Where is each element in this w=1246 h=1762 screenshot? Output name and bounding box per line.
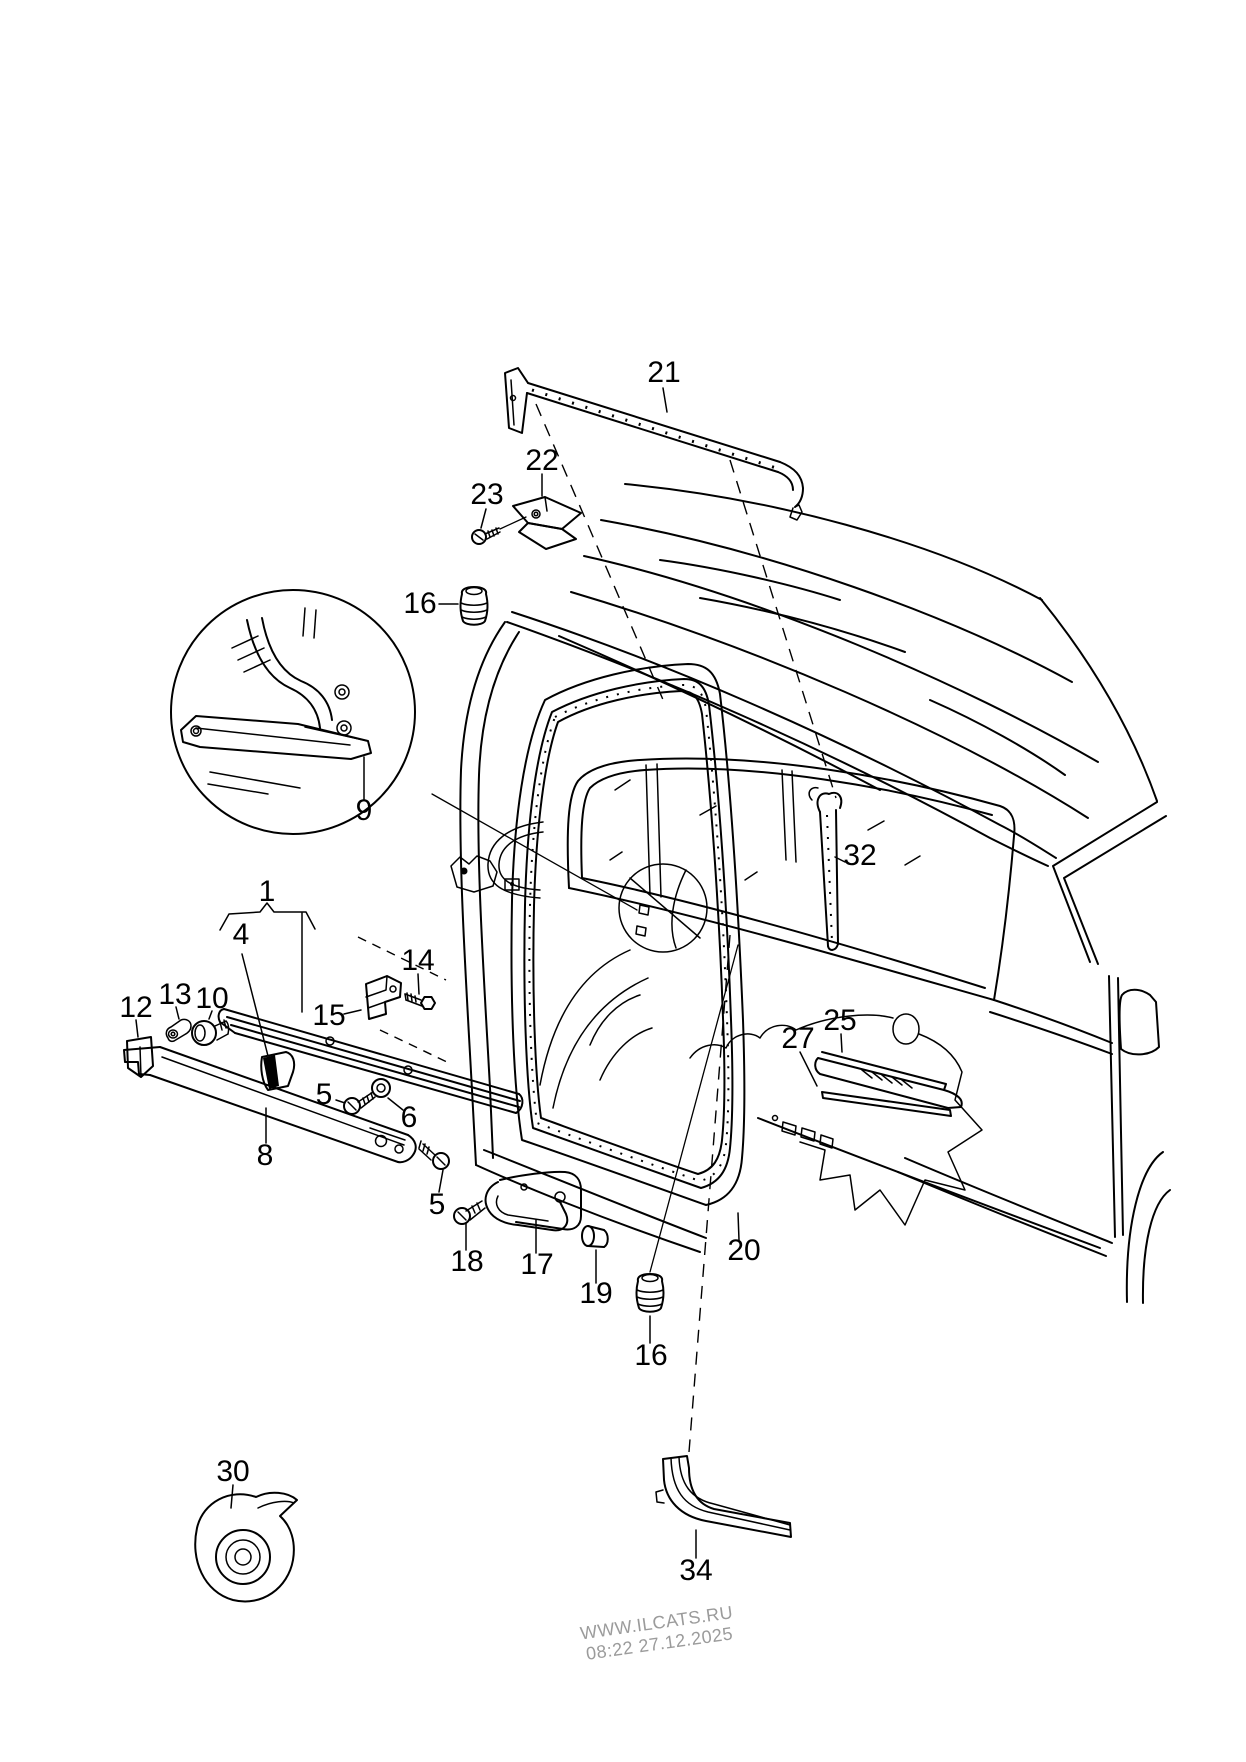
- part-21-roof-rail: [504, 367, 804, 521]
- part-34-corner-trim: [655, 1455, 792, 1538]
- part-16-buffer-upper: [459, 586, 489, 626]
- part-25-sill-trim: [814, 1051, 963, 1109]
- part-6-washer: [371, 1078, 391, 1098]
- callout-30[interactable]: 30: [216, 1455, 249, 1488]
- part-4-guide-piece: [260, 1051, 296, 1091]
- part-30-tape-roll: [194, 1491, 298, 1603]
- front-body-section: [689, 975, 1171, 1304]
- van-body-outline: [450, 483, 1167, 1253]
- window-band: [566, 757, 1016, 1001]
- callout-1[interactable]: 1: [259, 875, 276, 908]
- part-5-screw-lower: [418, 1140, 450, 1170]
- callout-12[interactable]: 12: [119, 991, 152, 1024]
- door-aperture-and-seal-20: [510, 663, 746, 1206]
- callout-27[interactable]: 27: [781, 1022, 814, 1055]
- part-19-bushing: [581, 1225, 609, 1248]
- callout-25[interactable]: 25: [823, 1004, 856, 1037]
- callout-13[interactable]: 13: [158, 978, 191, 1011]
- callout-6[interactable]: 6: [401, 1101, 418, 1134]
- part-22-bracket: [512, 496, 582, 550]
- callout-14[interactable]: 14: [401, 944, 434, 977]
- callout-17[interactable]: 17: [520, 1248, 553, 1281]
- part-1-assembly-rail: [217, 1008, 524, 1114]
- part-16-buffer-lower: [635, 1273, 665, 1313]
- callout-16b[interactable]: 16: [634, 1339, 667, 1372]
- part-12-plate: [126, 1036, 154, 1078]
- callout-8[interactable]: 8: [257, 1139, 274, 1172]
- part-18-screw: [453, 1200, 486, 1225]
- callout-15[interactable]: 15: [312, 999, 345, 1032]
- leader-lines: [135, 387, 846, 1559]
- callout-20[interactable]: 20: [727, 1234, 760, 1267]
- part-13-rivet: [165, 1018, 192, 1043]
- callout-21[interactable]: 21: [647, 356, 680, 389]
- part-8-lower-rail: [123, 1046, 417, 1164]
- callout-10[interactable]: 10: [195, 982, 228, 1015]
- part-17-hinge-bracket: [484, 1170, 582, 1232]
- callout-23[interactable]: 23: [470, 478, 503, 511]
- callout-9[interactable]: 9: [356, 794, 373, 827]
- callout-19[interactable]: 19: [579, 1277, 612, 1310]
- callout-5b[interactable]: 5: [429, 1188, 446, 1221]
- part-5-screw-upper: [343, 1091, 376, 1115]
- part-32-strip: [808, 786, 843, 951]
- part-14-bolt: [404, 992, 436, 1010]
- callout-18[interactable]: 18: [450, 1245, 483, 1278]
- callout-22[interactable]: 22: [525, 444, 558, 477]
- part-10-grommet: [191, 1019, 230, 1046]
- callout-32[interactable]: 32: [843, 839, 876, 872]
- pointer-circle: [618, 863, 708, 953]
- callout-5a[interactable]: 5: [316, 1078, 333, 1111]
- detail-circle: [170, 589, 416, 835]
- part-23-screw: [471, 516, 527, 545]
- callout-34[interactable]: 34: [679, 1554, 712, 1587]
- part-27-strip: [821, 1091, 952, 1117]
- callout-16a[interactable]: 16: [403, 587, 436, 620]
- part-15-clip-bracket: [365, 975, 402, 1020]
- callout-4[interactable]: 4: [233, 918, 250, 951]
